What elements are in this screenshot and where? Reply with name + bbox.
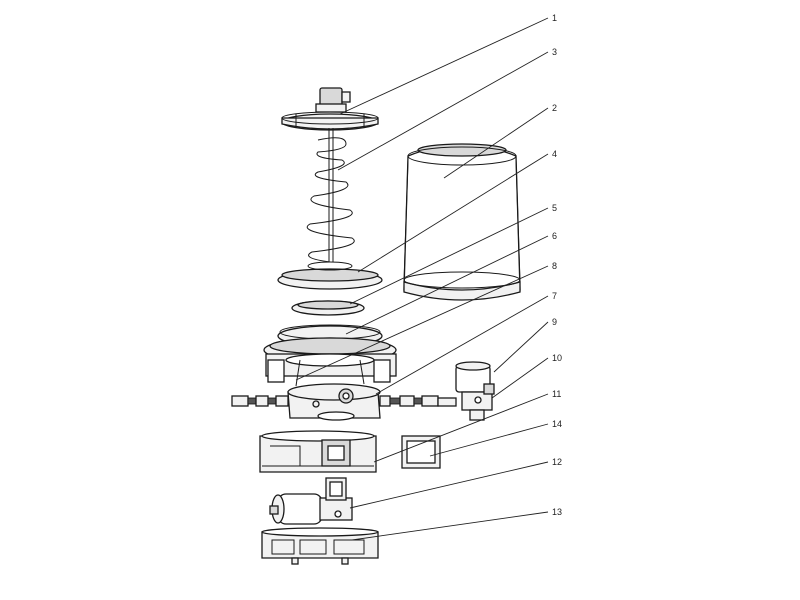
part-motor (269, 477, 353, 525)
callout-labels: 1 3 2 4 5 6 8 7 9 10 11 14 12 13 (552, 13, 562, 517)
leader-8 (295, 265, 549, 381)
part-reservoir (403, 143, 521, 301)
leader-lines (295, 17, 549, 541)
part-flange (263, 337, 397, 387)
callout-6: 6 (552, 231, 557, 241)
callout-14: 14 (552, 419, 562, 429)
callout-10: 10 (552, 353, 562, 363)
part-follower-plate (277, 261, 383, 290)
leader-5 (349, 207, 549, 305)
callout-2: 2 (552, 103, 557, 113)
part-pump-body (231, 383, 457, 421)
leader-12 (349, 461, 549, 509)
leader-3 (337, 51, 549, 171)
callout-7: 7 (552, 291, 557, 301)
leader-14 (429, 423, 549, 457)
callout-13: 13 (552, 507, 562, 517)
part-gasket-square (401, 435, 441, 469)
callout-12: 12 (552, 457, 562, 467)
callout-5: 5 (552, 203, 557, 213)
callout-9: 9 (552, 317, 557, 327)
part-top-cap (281, 87, 379, 131)
callout-1: 1 (552, 13, 557, 23)
callout-4: 4 (552, 149, 557, 159)
leader-6 (345, 235, 549, 335)
part-lower-housing (259, 430, 377, 473)
leader-11 (373, 393, 549, 463)
part-solenoid-valve (455, 361, 495, 421)
leader-4 (357, 153, 549, 273)
callout-8: 8 (552, 261, 557, 271)
leader-9 (493, 321, 549, 373)
leader-1 (339, 17, 549, 115)
part-base-tray (261, 527, 379, 565)
leader-10 (491, 357, 549, 399)
leader-7 (375, 295, 549, 395)
callout-3: 3 (552, 47, 557, 57)
callout-11: 11 (552, 389, 561, 399)
leader-13 (351, 511, 549, 541)
leader-2 (443, 107, 549, 179)
part-spring (306, 128, 355, 263)
part-seal-disk (291, 300, 365, 316)
